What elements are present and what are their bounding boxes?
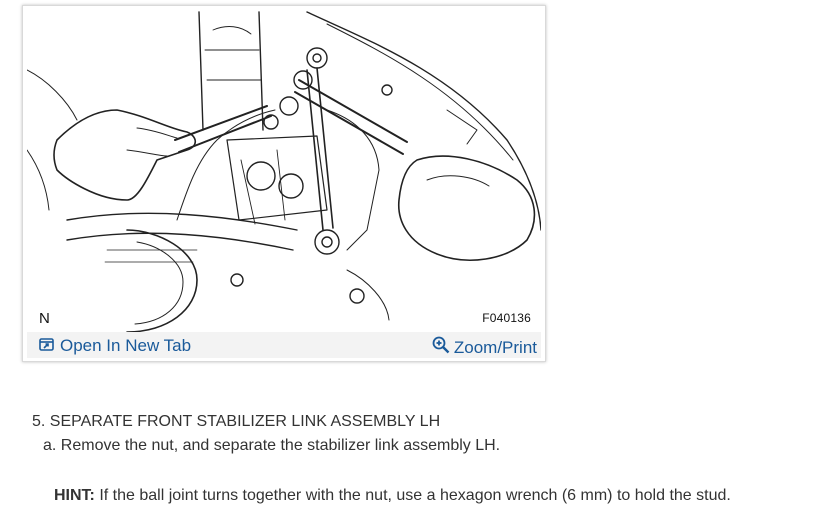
figure-card: N F040136 Open In New Tab	[22, 5, 546, 362]
stabilizer-link-drawing	[27, 11, 541, 332]
hint-label: HINT:	[54, 487, 95, 504]
figure-toolbar: Open In New Tab Zoom/Print	[27, 332, 541, 358]
hint-paragraph: HINT: If the ball joint turns together w…	[54, 487, 731, 505]
zoom-print-link[interactable]: Zoom/Print	[432, 336, 537, 359]
external-window-icon	[39, 336, 54, 356]
hint-text: If the ball joint turns together with th…	[99, 487, 731, 504]
magnifier-plus-icon	[432, 336, 450, 359]
orientation-label: N	[39, 310, 50, 327]
service-illustration: N F040136	[27, 10, 541, 332]
step-heading: 5. SEPARATE FRONT STABILIZER LINK ASSEMB…	[32, 413, 441, 430]
figure-code: F040136	[482, 311, 531, 325]
zoom-print-label: Zoom/Print	[453, 337, 537, 357]
open-in-new-tab-link[interactable]: Open In New Tab	[39, 336, 191, 356]
sub-step-text: a. Remove the nut, and separate the stab…	[43, 437, 501, 454]
open-in-new-tab-label: Open In New Tab	[60, 336, 192, 355]
